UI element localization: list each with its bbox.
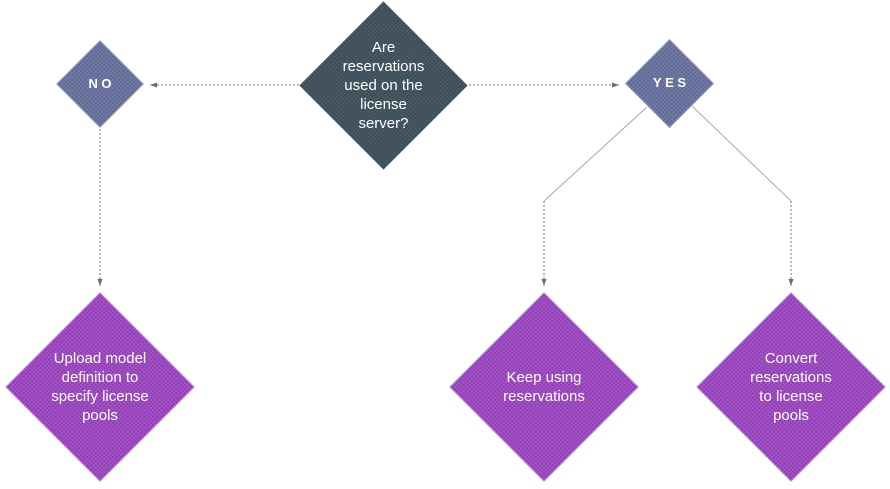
node-convert-reservations: Convert reservations to license pools (696, 292, 886, 482)
connector-yes-to-convert-diagonal (691, 105, 792, 202)
node-no: NO (56, 40, 144, 128)
connector-yes-to-keep-diagonal (543, 106, 648, 202)
node-upload-label: Upload model definition to specify licen… (51, 349, 149, 425)
node-convert-label: Convert reservations to license pools (750, 349, 832, 425)
node-decision: Are reservations used on the license ser… (299, 1, 468, 170)
node-yes: YES (624, 38, 715, 129)
node-yes-label: YES (652, 75, 690, 91)
node-keep-using-reservations: Keep using reservations (449, 292, 639, 482)
node-keep-label: Keep using reservations (503, 368, 585, 405)
node-no-label: NO (88, 75, 115, 91)
node-decision-label: Are reservations used on the license ser… (342, 38, 425, 133)
node-upload-model-definition: Upload model definition to specify licen… (5, 292, 195, 482)
